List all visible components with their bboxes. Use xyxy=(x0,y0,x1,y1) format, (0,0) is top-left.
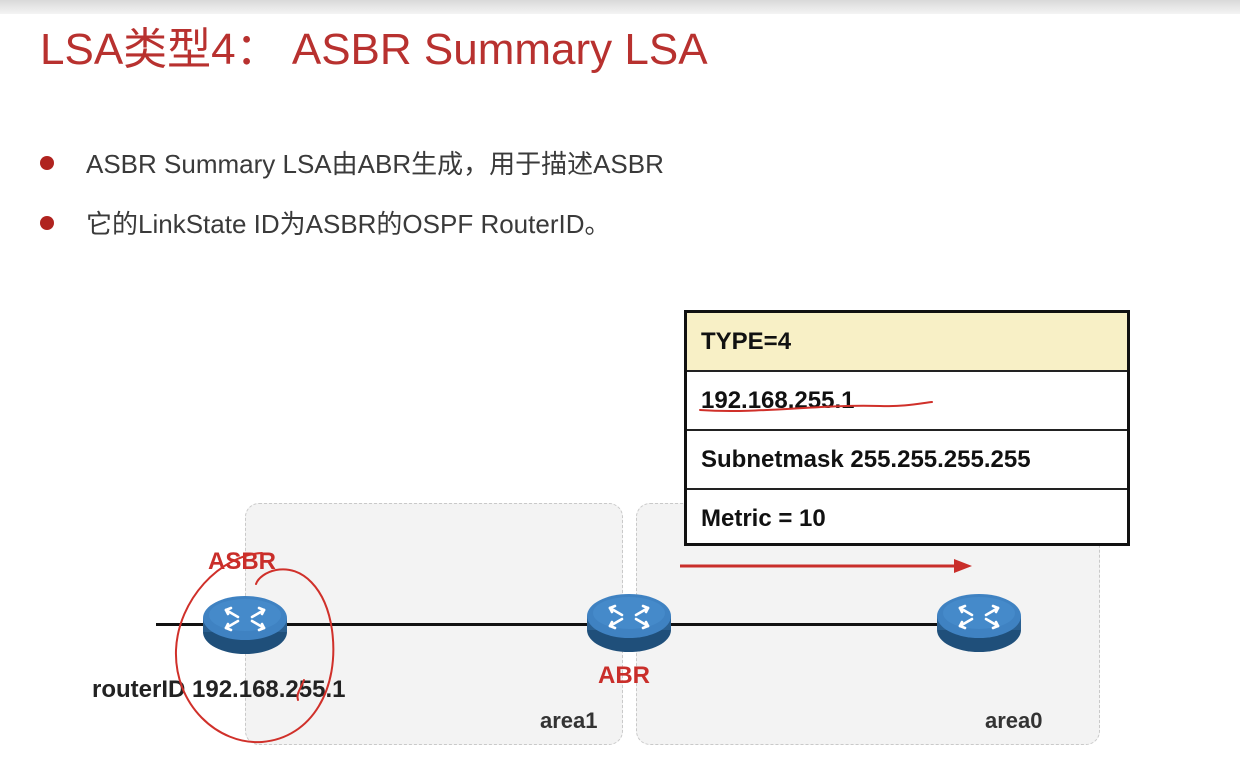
lsa-table: TYPE=4 192.168.255.1 Subnetmask 255.255.… xyxy=(684,310,1130,546)
slide-title: LSA类型4： ASBR Summary LSA xyxy=(40,25,708,74)
router-icon xyxy=(203,596,287,654)
bullet-list: ASBR Summary LSA由ABR生成，用于描述ASBR 它的LinkSt… xyxy=(40,142,664,262)
area1-label: area1 xyxy=(540,708,598,733)
bullet-dot-icon xyxy=(40,216,54,230)
bullet-text: 它的LinkState ID为ASBR的OSPF RouterID。 xyxy=(86,209,611,239)
lsa-subnetmask-row: Subnetmask 255.255.255.255 xyxy=(687,431,1127,490)
lsa-link-state-id-row: 192.168.255.1 xyxy=(687,372,1127,431)
area0-label: area0 xyxy=(985,708,1043,733)
router-icon xyxy=(937,594,1021,652)
bullet-item: ASBR Summary LSA由ABR生成，用于描述ASBR xyxy=(40,142,664,202)
lsa-metric-row: Metric = 10 xyxy=(701,505,826,532)
network-link xyxy=(156,623,996,626)
bullet-dot-icon xyxy=(40,156,54,170)
router-icon xyxy=(587,594,671,652)
bullet-item: 它的LinkState ID为ASBR的OSPF RouterID。 xyxy=(40,202,664,262)
lsa-type-row: TYPE=4 xyxy=(687,313,1127,372)
router-id-label: routerID 192.168.255.1 xyxy=(92,676,346,703)
top-bar xyxy=(0,0,1240,14)
asbr-label: ASBR xyxy=(208,548,277,575)
bullet-text: ASBR Summary LSA由ABR生成，用于描述ASBR xyxy=(86,149,664,179)
abr-label: ABR xyxy=(598,662,650,689)
